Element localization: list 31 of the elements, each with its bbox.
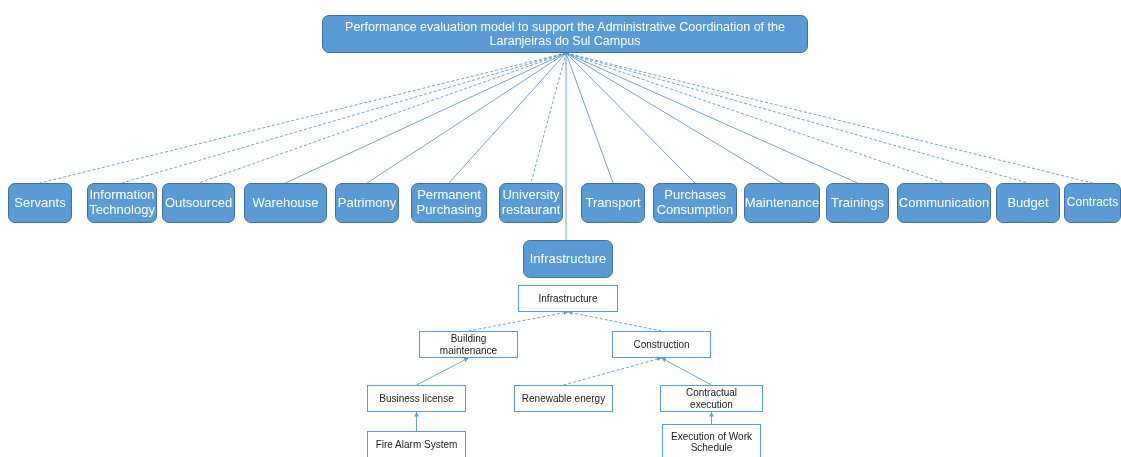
category-box: Infrastructure (523, 240, 613, 278)
category-box: Transport (581, 183, 645, 223)
criterion-box: Construction (612, 331, 711, 358)
criterion-box: Fire Alarm System (367, 431, 466, 457)
category-box: Contracts (1064, 183, 1121, 223)
criterion-box: Contractual execution (660, 385, 763, 412)
connector-line (366, 52, 567, 184)
connector-line (285, 52, 567, 184)
category-box: Information Technology (87, 183, 157, 223)
criterion-box: Renewable energy (514, 385, 613, 412)
category-box: Purchases Consumption (653, 183, 737, 223)
category-box: Outsourced (162, 183, 235, 223)
category-box: Patrimony (335, 183, 399, 223)
category-box: Maintenance (744, 183, 820, 223)
connector-line (565, 52, 783, 184)
connector-line (448, 52, 567, 184)
category-box: Trainings (826, 183, 889, 223)
title-box: Performance evaluation model to support the Administrative Coordination of the Laranjeiras do Sul Campus (322, 15, 808, 53)
category-box: Permanent Purchasing (411, 183, 487, 223)
category-box: Servants (8, 183, 72, 223)
connector-line (565, 52, 567, 241)
criterion-box: Infrastructure (518, 285, 618, 312)
category-box: Warehouse (244, 183, 327, 223)
connector-line (565, 52, 614, 184)
criterion-box: Building maintenance (419, 331, 518, 358)
criterion-box: Business license (367, 385, 466, 412)
connector-line (565, 52, 696, 184)
category-box: Budget (996, 183, 1060, 223)
category-box: University restaurant (499, 183, 563, 223)
criterion-box: Execution of Work Schedule (662, 424, 761, 457)
category-box: Communication (897, 183, 991, 223)
